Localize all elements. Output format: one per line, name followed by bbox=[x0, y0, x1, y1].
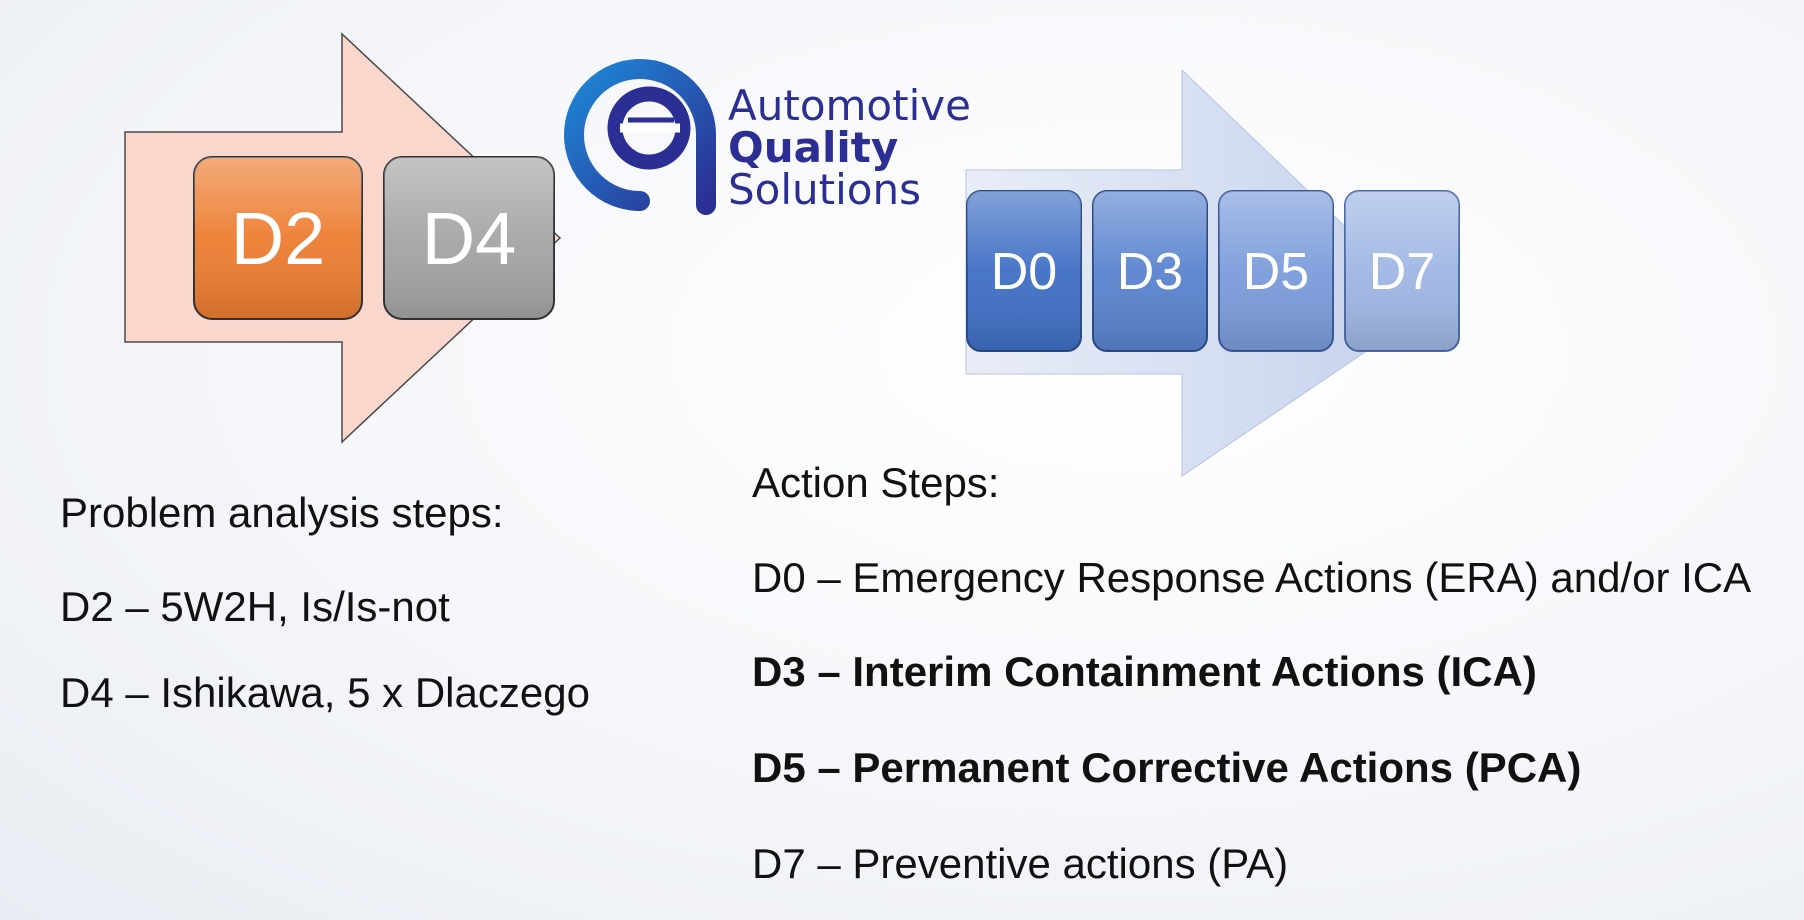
step-box-d7-label: D7 bbox=[1369, 243, 1435, 301]
step-box-d3-label: D3 bbox=[1117, 243, 1183, 301]
action-step-item-d3: D3 – Interim Containment Actions (ICA) bbox=[752, 648, 1537, 695]
step-box-d0-label: D0 bbox=[991, 243, 1057, 301]
step-box-d5-label: D5 bbox=[1243, 243, 1309, 301]
logo-text-automotive: Automotive bbox=[728, 81, 971, 130]
logo-text-quality: Quality bbox=[728, 123, 898, 172]
step-box-d4-label: D4 bbox=[422, 197, 517, 280]
logo-text-solutions: Solutions bbox=[728, 165, 921, 214]
action-steps-heading: Action Steps: bbox=[752, 459, 1000, 506]
step-box-d2-label: D2 bbox=[231, 197, 326, 280]
company-logo: Automotive Quality Solutions bbox=[564, 59, 971, 215]
logo-mark-icon bbox=[564, 59, 716, 215]
problem-analysis-heading: Problem analysis steps: bbox=[60, 489, 504, 536]
action-step-item-d0: D0 – Emergency Response Actions (ERA) an… bbox=[752, 554, 1752, 601]
action-step-item-d5: D5 – Permanent Corrective Actions (PCA) bbox=[752, 744, 1582, 791]
right-step-boxes: D0 D3 D5 D7 bbox=[966, 190, 1460, 352]
action-step-item-d7: D7 – Preventive actions (PA) bbox=[752, 840, 1289, 887]
left-step-boxes: D2 D4 bbox=[193, 156, 555, 320]
problem-analysis-item-d2: D2 – 5W2H, Is/Is-not bbox=[60, 583, 450, 630]
problem-analysis-item-d4: D4 – Ishikawa, 5 x Dlaczego bbox=[60, 669, 590, 716]
